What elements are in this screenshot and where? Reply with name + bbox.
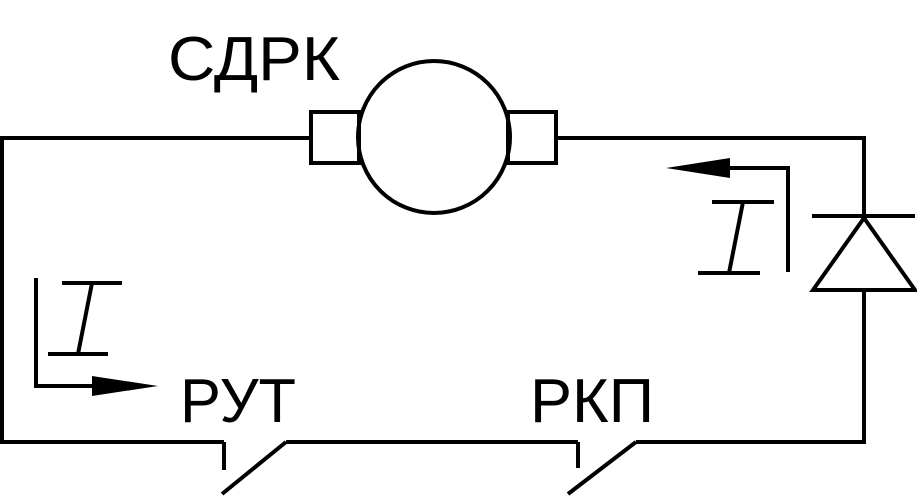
diode-icon: [809, 214, 917, 292]
current-arrow-right-head: [666, 158, 730, 178]
wire-top-right: [556, 136, 866, 216]
current-label-right: I: [723, 197, 751, 274]
current-arrow-left-head: [92, 376, 158, 396]
wire-left: [0, 136, 224, 444]
contact-left-icon: [220, 440, 288, 496]
contact-left-lever: [220, 440, 288, 496]
current-arrow-left-shaft: [34, 278, 100, 388]
motor-armature: [356, 59, 512, 215]
contact-left-label: РУТ: [180, 367, 296, 436]
current-label-left: I: [72, 279, 100, 356]
current-left-stem: [76, 282, 94, 355]
contact-right-lever: [566, 440, 638, 496]
current-arrow-right-shaft: [720, 166, 790, 272]
motor-brush-left: [309, 110, 361, 165]
circuit-wires: [0, 136, 866, 444]
current-arrow-left-icon: [34, 278, 158, 396]
dc-motor-icon: [309, 59, 558, 215]
contact-right-icon: [566, 440, 638, 496]
contact-right-label: РКП: [530, 367, 654, 436]
diode-triangle: [809, 214, 917, 292]
motor-label: СДРК: [168, 25, 340, 94]
motor-brush-right: [506, 110, 558, 165]
current-arrow-right-icon: [666, 158, 790, 275]
current-right-stem: [727, 201, 745, 274]
